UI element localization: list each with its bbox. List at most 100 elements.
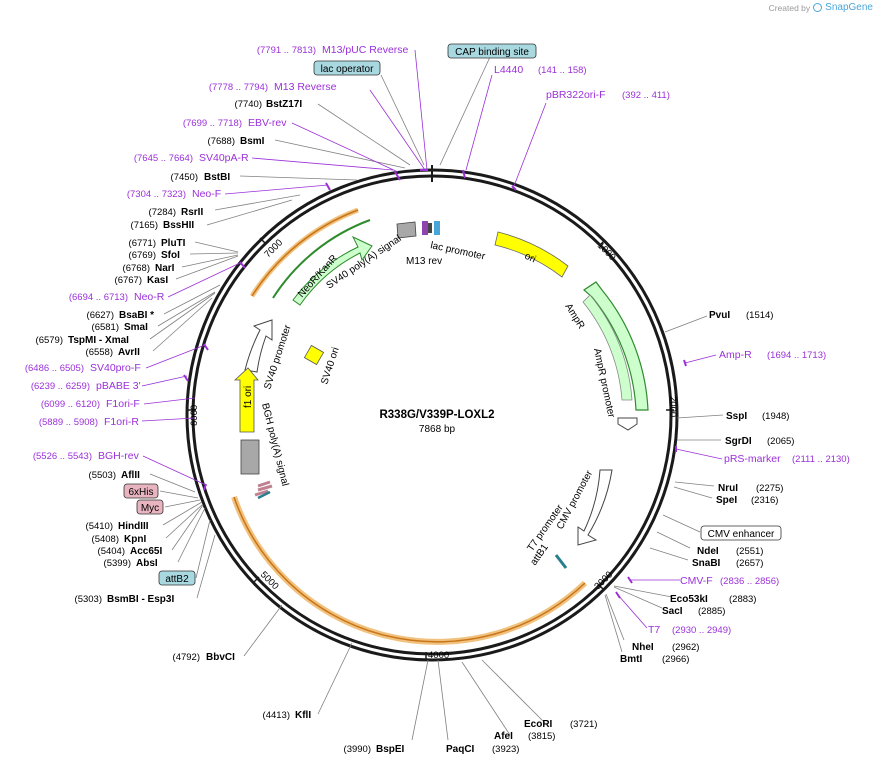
primer-bgh-rev-pos: (5526 .. 5543) <box>33 451 92 462</box>
site-bspei-pos: (3990) <box>344 744 371 755</box>
site-nhei[interactable]: NheI <box>632 642 654 653</box>
site-bstz17i[interactable]: BstZ17I <box>266 99 302 110</box>
site-ndei[interactable]: NdeI <box>697 546 719 557</box>
site-afei[interactable]: AfeI <box>494 731 513 742</box>
site-bsabi-pos: (6627) <box>87 310 114 321</box>
primer-prs-marker[interactable]: pRS-marker <box>724 453 781 465</box>
cmv-enhancer-box[interactable] <box>700 525 782 541</box>
site-eco53ki[interactable]: Eco53kI <box>670 594 708 605</box>
tick-mark-1000 <box>598 239 606 247</box>
leader-f1ori-r <box>141 417 196 422</box>
primer-f1ori-f-pos: (6099 .. 6120) <box>41 399 100 410</box>
site-saci[interactable]: SacI <box>662 606 683 617</box>
site-snabi[interactable]: SnaBI <box>692 558 721 569</box>
site-bbvci[interactable]: BbvCI <box>206 652 235 663</box>
credit-brand: SnapGene <box>825 2 873 13</box>
neokanr-feature[interactable] <box>292 235 373 306</box>
site-bsmbi[interactable]: BsmBI - Esp3I <box>107 594 174 605</box>
tag-marks <box>254 480 273 497</box>
primer-ebv-rev[interactable]: EBV-rev <box>248 117 287 129</box>
primer-f1ori-f[interactable]: F1ori-F <box>106 398 140 410</box>
site-paqci[interactable]: PaqCI <box>446 744 475 755</box>
site-sfoi[interactable]: SfoI <box>161 250 180 261</box>
primer-m13-reverse[interactable]: M13 Reverse <box>274 81 337 93</box>
primer-sv40pa-r-pos: (7645 .. 7664) <box>134 153 193 164</box>
site-kfli[interactable]: KflI <box>295 710 311 721</box>
leader-saci <box>613 586 663 609</box>
site-pvui-pos: (1514) <box>746 310 773 321</box>
lac-operator-mark <box>422 221 428 235</box>
site-bsshii[interactable]: BssHII <box>163 220 194 231</box>
f1-ori-feature[interactable] <box>233 367 259 433</box>
site-bstbi[interactable]: BstBI <box>204 172 230 183</box>
site-bsshii-pos: (7165) <box>131 220 158 231</box>
ampr-label: AmpR <box>562 302 586 331</box>
site-nari[interactable]: NarI <box>155 263 175 274</box>
bgh-polya-label: BGH poly(A) signal <box>259 402 290 487</box>
attb2-box[interactable] <box>158 570 196 586</box>
site-bstz17i-pos: (7740) <box>235 99 262 110</box>
cap-site-box[interactable] <box>447 43 537 59</box>
primer-tick-10 <box>683 359 687 367</box>
m13-rev-mark <box>428 223 432 233</box>
primer-neo-f[interactable]: Neo-F <box>192 188 221 200</box>
leader-acc65i <box>171 504 204 551</box>
sv40-promoter-feature[interactable] <box>244 319 273 373</box>
primer-pbr322ori-f-pos: (392 .. 411) <box>622 90 670 101</box>
site-bsmi[interactable]: BsmI <box>240 136 265 147</box>
site-avrii[interactable]: AvrII <box>118 347 140 358</box>
site-kasi[interactable]: KasI <box>147 275 168 286</box>
primer-sv40pa-r[interactable]: SV40pA-R <box>199 152 249 164</box>
primer-t7[interactable]: T7 <box>648 624 660 636</box>
primer-tick-2 <box>394 171 401 181</box>
ampr-feature[interactable] <box>583 281 649 411</box>
site-kpni[interactable]: KpnI <box>124 534 146 545</box>
site-bsabi[interactable]: BsaBI * <box>119 310 154 321</box>
primer-amp-r[interactable]: Amp-R <box>719 349 752 361</box>
ori-label: ori <box>523 251 538 266</box>
site-rsrii[interactable]: RsrII <box>181 207 203 218</box>
site-absi[interactable]: AbsI <box>136 558 158 569</box>
ori-feature[interactable] <box>494 231 569 278</box>
primer-pbr322ori-f[interactable]: pBR322ori-F <box>546 89 606 101</box>
site-bspei[interactable]: BspEI <box>376 744 405 755</box>
site-tspmi[interactable]: TspMI - XmaI <box>68 335 129 346</box>
site-acc65i[interactable]: Acc65I <box>130 546 162 557</box>
tick-label-4000: 4000 <box>428 650 449 661</box>
primer-f1ori-r[interactable]: F1ori-R <box>104 416 139 428</box>
tick-mark-3000 <box>597 583 605 591</box>
leader-nhei <box>605 593 625 641</box>
site-pluti[interactable]: PluTI <box>161 238 186 249</box>
primer-l4440-pos: (141 .. 158) <box>538 65 587 76</box>
primer-bgh-rev[interactable]: BGH-rev <box>98 450 140 462</box>
primer-t7-pos: (2930 .. 2949) <box>672 625 731 636</box>
primer-tick-6 <box>183 374 189 382</box>
leader-avrii <box>152 297 213 352</box>
primer-sv40pro-f[interactable]: SV40pro-F <box>90 362 141 374</box>
site-sgrdi[interactable]: SgrDI <box>725 436 752 447</box>
site-smai[interactable]: SmaI <box>124 322 148 333</box>
site-bmti[interactable]: BmtI <box>620 654 642 665</box>
site-sspi[interactable]: SspI <box>726 411 747 422</box>
site-spei[interactable]: SpeI <box>716 495 737 506</box>
myc-box[interactable] <box>136 499 164 515</box>
6xhis-box[interactable] <box>123 483 159 499</box>
primer-pbabe3[interactable]: pBABE 3' <box>96 380 141 392</box>
leader-bsmi <box>274 139 406 169</box>
site-aflii[interactable]: AflII <box>121 470 140 481</box>
primer-l4440[interactable]: L4440 <box>494 64 523 76</box>
site-nrui[interactable]: NruI <box>718 483 738 494</box>
site-hindiii[interactable]: HindIII <box>118 521 149 532</box>
site-pvui[interactable]: PvuI <box>709 310 730 321</box>
cmv-promoter-feature[interactable] <box>577 469 613 546</box>
primer-cmv-f[interactable]: CMV-F <box>680 575 713 587</box>
orange-track-lower-core <box>233 496 586 643</box>
primer-neo-r[interactable]: Neo-R <box>134 291 165 303</box>
lac-operator-box[interactable] <box>313 60 381 76</box>
bgh-polya-block[interactable] <box>240 439 260 475</box>
sv40-ori-feature[interactable] <box>303 344 325 366</box>
site-ecori[interactable]: EcoRI <box>524 719 553 730</box>
primer-f1ori-r-pos: (5889 .. 5908) <box>39 417 98 428</box>
leader-pbr322ori-f <box>513 102 547 187</box>
primer-m13-puc-reverse[interactable]: M13/pUC Reverse <box>322 44 409 56</box>
